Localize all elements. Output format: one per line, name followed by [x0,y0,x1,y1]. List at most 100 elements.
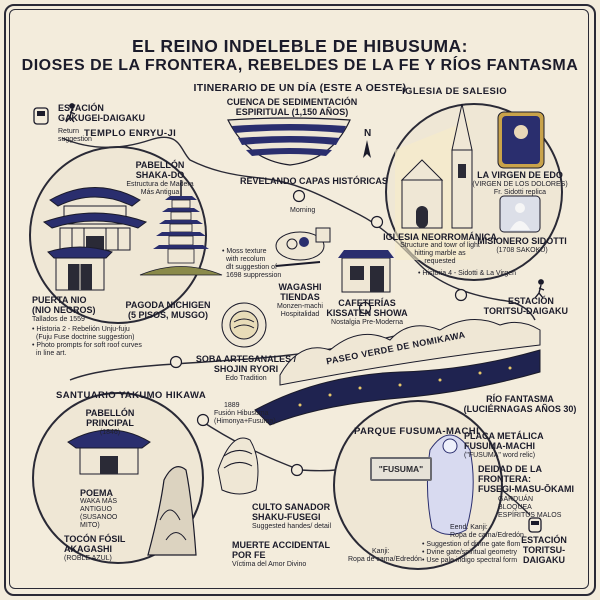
virgin-label-3: Fr. Sidotti replica [493,189,547,196]
muerte-label-1: MUERTE ACCIDENTAL [232,540,330,550]
plaque-label-1: PLACA METÁLICA [464,431,544,441]
moss-note-4: 1698 suppression [226,272,282,279]
kanji-left-2: Ropa de cama/Edredón [348,556,422,563]
train-icon [33,107,542,533]
wagashi-illustration [275,227,331,267]
start-note-line1: Return [58,128,80,135]
basin-label-1: CUENCA DE SEDIMENTACIÓN [226,97,358,107]
poem-label-4: (SUSANOO [80,514,118,521]
deity-label-1: DEIDAD DE LA [478,464,543,474]
plaque-label-3: ("FUSUMA" word relic) [464,452,536,459]
fusuma-bullet-3: • Use pale indigo spectral form [422,557,518,564]
ghost-river [254,349,541,426]
salesio-history: • Historia 4 - Sidotti & La Virgen [418,270,517,277]
shaka-label-2: SHAKA-DO [135,170,185,180]
paseo-trees [279,319,541,386]
kanji-right-2: Ropa de cama/Edredón [450,532,524,539]
shaka-do-illustration [42,187,148,251]
soba-illustration [221,302,267,348]
deity-label-3: FUSEGI-MASU-ŌKAMI [478,484,574,494]
walker-icon [65,103,545,299]
fusuma-plaque: "FUSUMA" [370,457,432,481]
pagoda-label-2: (5 PISOS, MUSGO) [127,310,209,320]
church-label-4: requested [424,258,456,265]
moss-note-3: dlt suggestion of [226,264,277,271]
pagoda-illustration [139,180,223,276]
muerte-label-3: Víctima del Amor Divino [232,561,307,568]
fusion-line2: Fusión Hibusuma [214,410,269,417]
stump-label-3: (ROBLE AZUL) [64,555,112,562]
pavilion-label-3: (1846) [99,429,121,436]
river-label-1: RÍO FANTASMA [486,394,554,404]
shaka-label-1: PABELLÓN [135,160,185,170]
hikawa-shrine [67,429,151,475]
toritsu-station-2-line2: TORITSU- [522,545,566,555]
cafe-label-1: CAFETERÍAS [338,298,396,308]
map-subtitle: ITINERARIO DE UN DÍA (ESTE A OESTE) [193,82,407,94]
river-label-2: (LUCIÉRNAGAS AÑOS 30) [463,404,577,414]
soba-label-2: SHOJIN RYORI [213,364,279,374]
sediment-basin [227,117,351,166]
nio-bullet-1: • Historia 2 - Rebelión Unju-fuju [32,326,130,333]
nio-bullet-3: • Photo prompts for soft roof curves [32,342,142,349]
moss-note-2: with recolum [226,256,266,263]
cafe-label-3: Nostalgia Pre-Moderna [331,319,403,326]
morning-label: Morning [290,207,316,214]
guardian-label-3: ESPÍRITUS MALOS [498,512,562,519]
compass-icon [363,140,371,158]
fusion-year: 1889 [224,402,240,409]
kanji-left-1: Kanji: [372,548,390,555]
toritsu-station-1-line1: ESTACIÓN [508,296,554,306]
soba-label-1: SOBA ARTESANALES / [195,354,297,364]
soba-label-3: Edo Tradition [225,375,267,382]
stump-label-2: AKAGASHI [64,544,113,554]
enryuji-title: TEMPLO ENRYU-JI [84,128,177,139]
healing-hands [217,437,259,495]
salesio-title: IGLESIA DE SALESIO [402,86,508,97]
culto-label-3: Suggested handes/ detail [252,523,332,530]
church-illustration [395,103,473,260]
fusuma-bullet-2: • Dvine gate/spiritual geometry [422,549,518,556]
moss-note-1: • Moss texture [222,248,267,255]
shaka-note-2: Más Antigua [140,189,180,196]
fusion-line3: (Himonya+Fusuma) [214,418,276,425]
deity-label-2: FRONTERA: [478,474,531,484]
poem-label-5: MITO) [80,522,100,529]
nio-bullet-2: (Fuju Fuse doctrine suggestion) [36,334,135,341]
church-label-3: hitting marble as [414,250,466,257]
shaka-note-1: Estructura de Madera [126,181,194,188]
poem-label-3: ANTIGUO [80,506,112,513]
clock-icon [169,189,468,477]
church-label-1: IGLESIA NEORROMÁNICA [383,232,497,242]
fusuma-title: PARQUE FUSUMA-MACHI [354,426,480,437]
guardian-label-1: GARDUÁN [498,496,534,503]
poem-label-2: WAKA MÁS [80,498,118,505]
nio-bullet-4: in line art. [36,350,67,357]
wagashi-label-4: Hospitalidad [280,311,320,318]
start-note-line2: suggestion [58,136,92,143]
toritsu-station-1-line2: TORITSU-DAIGAKU [483,306,568,316]
kissaten-illustration [338,250,394,293]
wagashi-label-3: Monzen-machi [277,303,323,310]
fusuma-spirit [426,434,474,535]
pavilion-label-1: PABELLÓN [85,408,135,418]
compass-label: N [364,128,372,139]
virgin-label-2: (VIRGEN DE LOS DOLORES) [472,181,568,188]
inner-border [9,9,589,589]
pavilion-label-2: PRINCIPAL [86,418,134,428]
culto-label-2: SHAKU-FUSEGI [252,512,321,522]
start-station-line1: ESTACIÓN [58,103,104,113]
culto-label-1: CULTO SANADOR [252,502,331,512]
outer-border [4,4,596,596]
muerte-label-2: POR FE [232,550,266,560]
virgin-portrait [497,111,545,169]
poem-label-1: POEMA [80,488,114,498]
virgin-label-1: LA VIRGEN DE EDO [477,170,563,180]
fossil-stump [147,466,197,556]
basin-layers: REVELANDO CAPAS HISTÓRICAS [240,176,388,186]
guardian-label-2: BLOQUEA [498,504,532,511]
hikawa-title: SANTUARIO YAKUMO HIKAWA [56,390,207,401]
toritsu-station-2-line1: ESTACIÓN [521,535,567,545]
